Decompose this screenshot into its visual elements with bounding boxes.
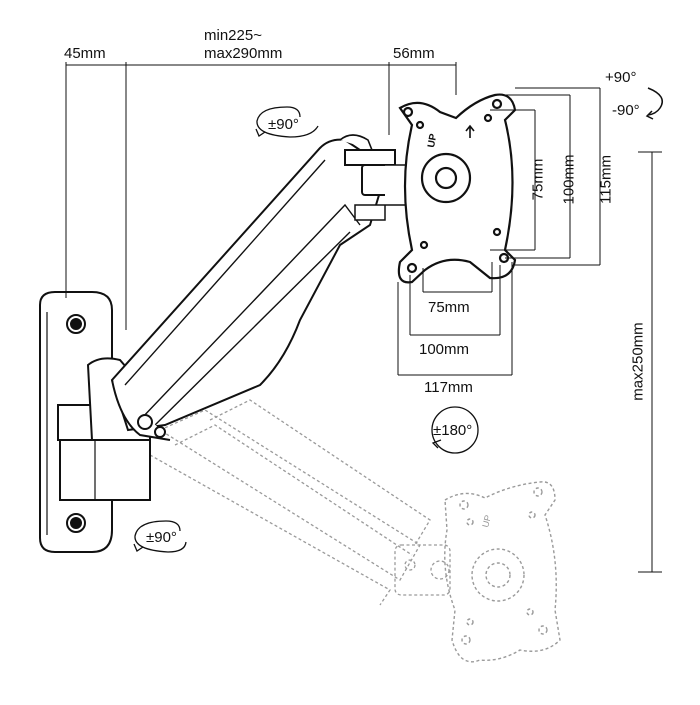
gas-spring-arm	[110, 134, 387, 441]
plate-width-label: 117mm	[424, 379, 473, 396]
plate-height-label: 115mm	[597, 155, 615, 204]
reach-max-label: max290mm	[204, 45, 283, 62]
height-adjust-label: max250mm	[629, 322, 647, 401]
vesa-large-v-label: 100mm	[560, 154, 578, 205]
rotate-arrow-icon-plate	[431, 406, 479, 454]
rotate-arrow-icon-head	[255, 106, 319, 138]
vesa-large-h-label: 100mm	[419, 341, 470, 358]
vesa-plate	[397, 93, 517, 284]
tilt-down-label: -90°	[612, 102, 640, 119]
reach-min-label: min225~	[204, 27, 262, 44]
vesa-small-v-label: 75mm	[529, 158, 547, 201]
rotate-arrow-icon-tilt	[645, 87, 663, 120]
head-swivel-label: ±90°	[268, 116, 299, 133]
rotate-arrow-icon-wall	[133, 520, 187, 553]
plate-depth-label: 56mm	[393, 45, 435, 62]
vesa-small-h-label: 75mm	[428, 299, 470, 316]
dimension-lines	[65, 62, 662, 573]
lowered-plate-ghost	[444, 481, 561, 663]
ghost-up-marking: UP	[480, 514, 493, 529]
plate-rotate-label: ±180°	[433, 422, 473, 439]
up-marking: UP	[426, 133, 439, 149]
lowered-arm-ghost	[149, 399, 451, 606]
wall-swivel-label: ±90°	[146, 529, 177, 546]
tilt-up-label: +90°	[605, 69, 637, 86]
up-arrow-icon	[465, 124, 475, 138]
wall-offset-label: 45mm	[64, 45, 106, 62]
